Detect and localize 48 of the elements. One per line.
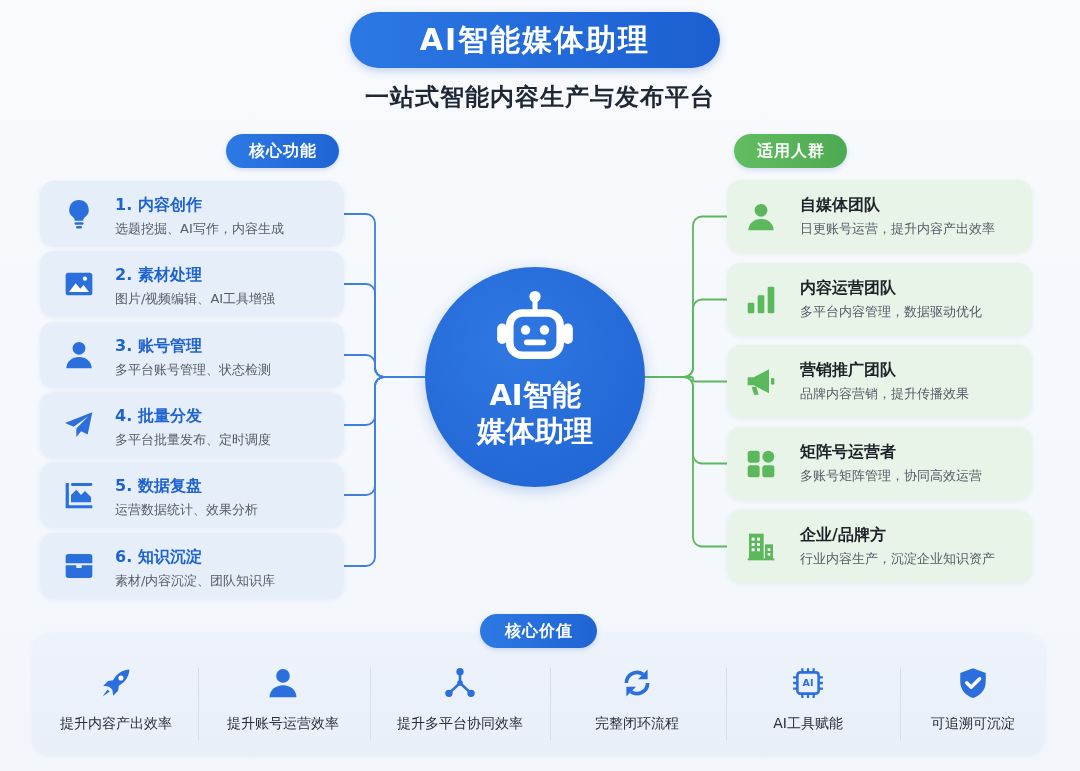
audience-card [727, 345, 1032, 418]
card-description: 素材/内容沉淀、团队知识库 [115, 572, 276, 590]
card-title: 矩阵号运营者 [800, 441, 896, 463]
card-title: 2. 素材处理 [115, 264, 202, 286]
value-label: 提升内容产出效率 [59, 714, 173, 733]
card-description: 运营数据统计、效果分析 [115, 501, 258, 519]
card-title: 5. 数据复盘 [115, 475, 202, 497]
value-label: 提升多平台协同效率 [396, 714, 524, 733]
subtitle: 一站式智能内容生产与发布平台 [364, 82, 716, 113]
audience-card [727, 263, 1032, 336]
title-banner: AI智能媒体助理 [350, 12, 720, 68]
connector-line [644, 376, 728, 548]
card-title: 4. 批量分发 [115, 405, 202, 427]
hub-title: AI智能媒体助理 [476, 377, 594, 449]
card-description: 行业内容生产，沉淀企业知识资产 [800, 550, 995, 568]
section-tag: 适用人群 [734, 134, 847, 168]
card-title: 内容运营团队 [800, 277, 896, 299]
feature-card [40, 533, 344, 599]
card-title: 企业/品牌方 [800, 524, 886, 546]
value-label: 可追溯可沉淀 [930, 714, 1016, 733]
chip-label: AI [801, 676, 815, 690]
section-tag: 核心功能 [226, 134, 339, 168]
card-title: 3. 账号管理 [115, 335, 202, 357]
card-description: 多账号矩阵管理，协同高效运营 [800, 467, 982, 485]
section-tag: 核心价值 [480, 614, 597, 648]
feature-card [40, 462, 344, 528]
value-label: 提升账号运营效率 [226, 714, 340, 733]
card-description: 多平台批量发布、定时调度 [115, 431, 271, 449]
card-description: 品牌内容营销，提升传播效果 [800, 385, 969, 403]
value-label: AI工具赋能 [772, 714, 844, 733]
feature-card [40, 322, 344, 388]
feature-card [40, 251, 344, 317]
card-title: 6. 知识沉淀 [115, 546, 202, 568]
card-title: 1. 内容创作 [115, 194, 202, 216]
card-description: 日更账号运营，提升内容产出效率 [800, 220, 995, 238]
value-label: 完整闭环流程 [594, 714, 680, 733]
card-title: 营销推广团队 [800, 359, 896, 381]
card-description: 图片/视频编辑、AI工具增强 [115, 290, 276, 308]
audience-card [727, 510, 1032, 583]
audience-card [727, 427, 1032, 500]
audience-card [727, 180, 1032, 253]
card-description: 多平台账号管理、状态检测 [115, 361, 271, 379]
feature-card [40, 181, 344, 247]
feature-card [40, 392, 344, 458]
connector-line [343, 376, 426, 567]
card-title: 自媒体团队 [800, 194, 880, 216]
card-description: 选题挖掘、AI写作，内容生成 [115, 220, 284, 238]
card-description: 多平台内容管理，数据驱动优化 [800, 303, 982, 321]
